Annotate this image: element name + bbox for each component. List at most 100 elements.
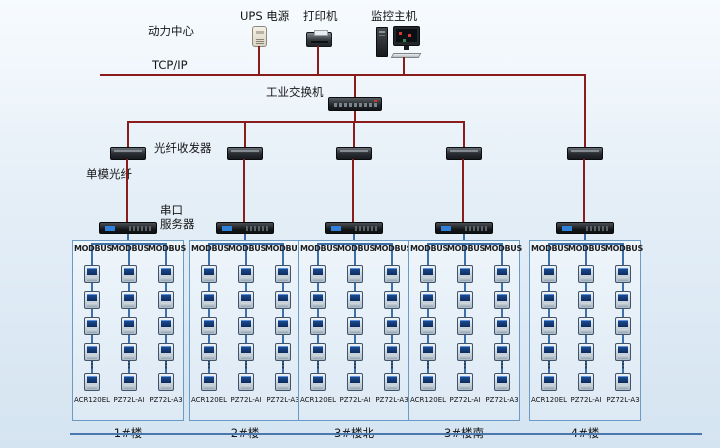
meter-icon: [384, 373, 400, 391]
meter-model-label: PZ72L-A3: [606, 396, 640, 404]
meter-icon: [310, 343, 326, 361]
meter-icon: [384, 265, 400, 283]
ellipsis: ⋮: [203, 358, 215, 371]
meter-column: MODBUS ⋮ PZ72L-AI: [568, 241, 606, 422]
modbus-label: MODBUS: [337, 244, 375, 253]
meter-icon: [541, 291, 557, 309]
meter-icon: [457, 317, 473, 335]
fiber-transceiver-icon: [446, 147, 482, 160]
meter-icon: [84, 265, 100, 283]
meter-icon: [347, 343, 363, 361]
printer-label: 打印机: [303, 9, 338, 23]
fiber-link-line: [243, 159, 245, 223]
monitoring-host-icon: [376, 26, 424, 60]
meter-icon: [310, 265, 326, 283]
meter-panel: MODBUS ⋮ ACR120EL MODBUS ⋮ PZ72L-AI MODB…: [189, 240, 303, 422]
serial-server-label-line2: 服务器: [160, 217, 195, 231]
meter-icon: [541, 343, 557, 361]
host-link-line: [403, 57, 405, 75]
modbus-label: MODBUS: [265, 244, 303, 253]
modbus-label: MODBUS: [410, 244, 448, 253]
meter-icon: [615, 317, 631, 335]
meter-icon: [158, 291, 174, 309]
meter-column: MODBUS ⋮ PZ72L-A3: [484, 241, 522, 422]
fiber-transceiver-label: 光纤收发器: [154, 141, 212, 155]
printer-link-line: [317, 46, 319, 75]
meter-column: MODBUS ⋮ ACR120EL: [191, 241, 229, 422]
meter-icon: [275, 317, 291, 335]
fiber-transceiver-icon: [227, 147, 263, 160]
branch-3: MODBUS ⋮ ACR120EL MODBUS ⋮ PZ72L-AI MODB…: [298, 140, 412, 442]
bottom-border-line: [70, 433, 702, 435]
meter-column: MODBUS ⋮ PZ72L-AI: [337, 241, 375, 422]
meter-icon: [420, 373, 436, 391]
fiber-transceiver-icon: [110, 147, 146, 160]
meter-icon: [420, 291, 436, 309]
meter-icon: [457, 291, 473, 309]
branch-1: MODBUS ⋮ ACR120EL MODBUS ⋮ PZ72L-AI MODB…: [72, 140, 186, 442]
ellipsis: ⋮: [277, 358, 289, 371]
ups-label: UPS 电源: [240, 9, 290, 23]
drop-line-5: [584, 74, 586, 148]
fiber-link-line: [126, 159, 128, 223]
modbus-label: MODBUS: [605, 244, 643, 253]
meter-icon: [238, 373, 254, 391]
meter-icon: [238, 317, 254, 335]
meter-icon: [238, 343, 254, 361]
single-mode-fiber-label: 单模光纤: [86, 167, 132, 181]
meter-icon: [541, 265, 557, 283]
meter-icon: [84, 291, 100, 309]
serial-server-label: 串口 服务器: [160, 203, 195, 231]
meter-panel: MODBUS ⋮ ACR120EL MODBUS ⋮ PZ72L-AI MODB…: [72, 240, 186, 422]
meter-model-label: PZ72L-AI: [230, 396, 262, 404]
meter-icon: [457, 373, 473, 391]
meter-icon: [201, 373, 217, 391]
branch-4: MODBUS ⋮ ACR120EL MODBUS ⋮ PZ72L-AI MODB…: [408, 140, 522, 442]
meter-model-label: PZ72L-A3: [149, 396, 183, 404]
meter-icon: [275, 373, 291, 391]
drop-line-4: [463, 121, 465, 148]
meter-icon: [494, 317, 510, 335]
branch-5: MODBUS ⋮ ACR120EL MODBUS ⋮ PZ72L-AI MODB…: [529, 140, 643, 442]
modbus-label: MODBUS: [447, 244, 485, 253]
meter-model-label: ACR120EL: [299, 396, 337, 404]
meter-column: MODBUS ⋮ ACR120EL: [74, 241, 112, 422]
meter-icon: [238, 265, 254, 283]
meter-model-label: ACR120EL: [409, 396, 447, 404]
ellipsis: ⋮: [422, 358, 434, 371]
meter-icon: [420, 317, 436, 335]
serial-link-line: [463, 234, 465, 240]
fiber-transceiver-icon: [567, 147, 603, 160]
serial-link-line: [244, 234, 246, 240]
meter-model-label: ACR120EL: [530, 396, 568, 404]
meter-icon: [578, 291, 594, 309]
meter-icon: [84, 317, 100, 335]
modbus-label: MODBUS: [374, 244, 412, 253]
meter-panel: MODBUS ⋮ ACR120EL MODBUS ⋮ PZ72L-AI MODB…: [408, 240, 522, 422]
meter-model-label: PZ72L-AI: [113, 396, 145, 404]
ellipsis: ⋮: [349, 358, 361, 371]
ellipsis: ⋮: [86, 358, 98, 371]
branch-2: MODBUS ⋮ ACR120EL MODBUS ⋮ PZ72L-AI MODB…: [189, 140, 303, 442]
modbus-label: MODBUS: [111, 244, 149, 253]
power-center-label: 动力中心: [148, 24, 194, 38]
meter-column: MODBUS ⋮ PZ72L-AI: [111, 241, 149, 422]
drop-line-2: [244, 121, 246, 148]
modbus-label: MODBUS: [148, 244, 186, 253]
modbus-label: MODBUS: [300, 244, 338, 253]
meter-icon: [578, 265, 594, 283]
meter-icon: [494, 343, 510, 361]
meter-panel: MODBUS ⋮ ACR120EL MODBUS ⋮ PZ72L-AI MODB…: [298, 240, 412, 422]
meter-icon: [615, 265, 631, 283]
meter-icon: [347, 265, 363, 283]
meter-icon: [310, 291, 326, 309]
ellipsis: ⋮: [459, 358, 471, 371]
meter-column: MODBUS ⋮ ACR120EL: [410, 241, 448, 422]
ups-link-line: [258, 46, 260, 75]
meter-icon: [275, 265, 291, 283]
meter-icon: [201, 291, 217, 309]
meter-icon: [121, 343, 137, 361]
modbus-label: MODBUS: [191, 244, 229, 253]
meter-column: MODBUS ⋮ ACR120EL: [531, 241, 569, 422]
